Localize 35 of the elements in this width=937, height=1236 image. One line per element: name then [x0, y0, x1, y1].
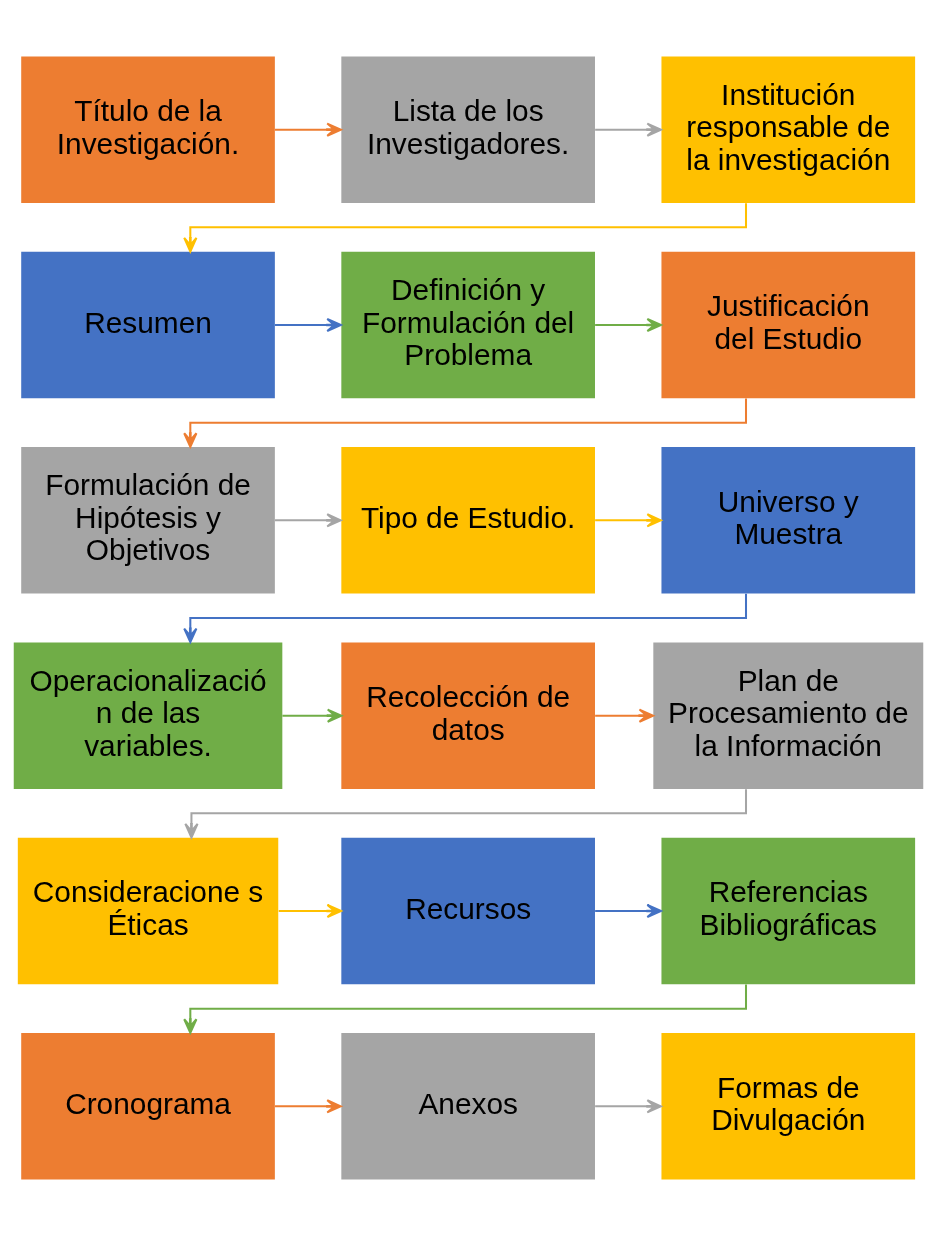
node-box: Definición y Formulación del Problema — [341, 251, 595, 399]
node-box: Institución responsable de la investigación — [661, 56, 916, 203]
node-box: Cronograma — [21, 1033, 275, 1180]
arrow — [595, 1099, 662, 1114]
arrow — [282, 708, 343, 723]
node-box: Plan de Procesamiento de la Información — [653, 642, 924, 789]
arrow — [595, 513, 662, 528]
arrow — [278, 903, 343, 919]
node-box: Formulación de Hipótesis y Objetivos — [21, 447, 275, 594]
node-box: Resumen — [21, 251, 275, 399]
arrow — [183, 203, 747, 253]
node-box: Recolección de datos — [341, 642, 595, 789]
arrow — [275, 1099, 342, 1114]
arrow — [183, 593, 747, 644]
node-box: Tipo de Estudio. — [341, 447, 595, 594]
node-box: Formas de Divulgación — [661, 1033, 916, 1180]
arrow — [275, 317, 342, 333]
arrow — [275, 513, 342, 528]
node-box: Referencias Bibliográficas — [661, 837, 916, 985]
arrow — [184, 789, 747, 839]
node-box: Recursos — [341, 837, 595, 985]
arrow — [183, 398, 747, 448]
node-box: Universo y Muestra — [661, 447, 916, 594]
node-box: Anexos — [341, 1033, 595, 1180]
arrow — [595, 903, 662, 919]
node-box: Operacionalizació n de las variables. — [13, 642, 283, 789]
node-box: Título de la Investigación. — [21, 56, 275, 203]
arrow — [595, 317, 662, 333]
node-box: Consideracione s Éticas — [17, 837, 279, 985]
arrow — [183, 984, 747, 1034]
arrow — [595, 122, 662, 137]
arrow — [595, 708, 655, 723]
node-box: Justificación del Estudio — [661, 251, 916, 399]
arrow — [275, 122, 342, 137]
node-box: Lista de los Investigadores. — [341, 56, 595, 203]
